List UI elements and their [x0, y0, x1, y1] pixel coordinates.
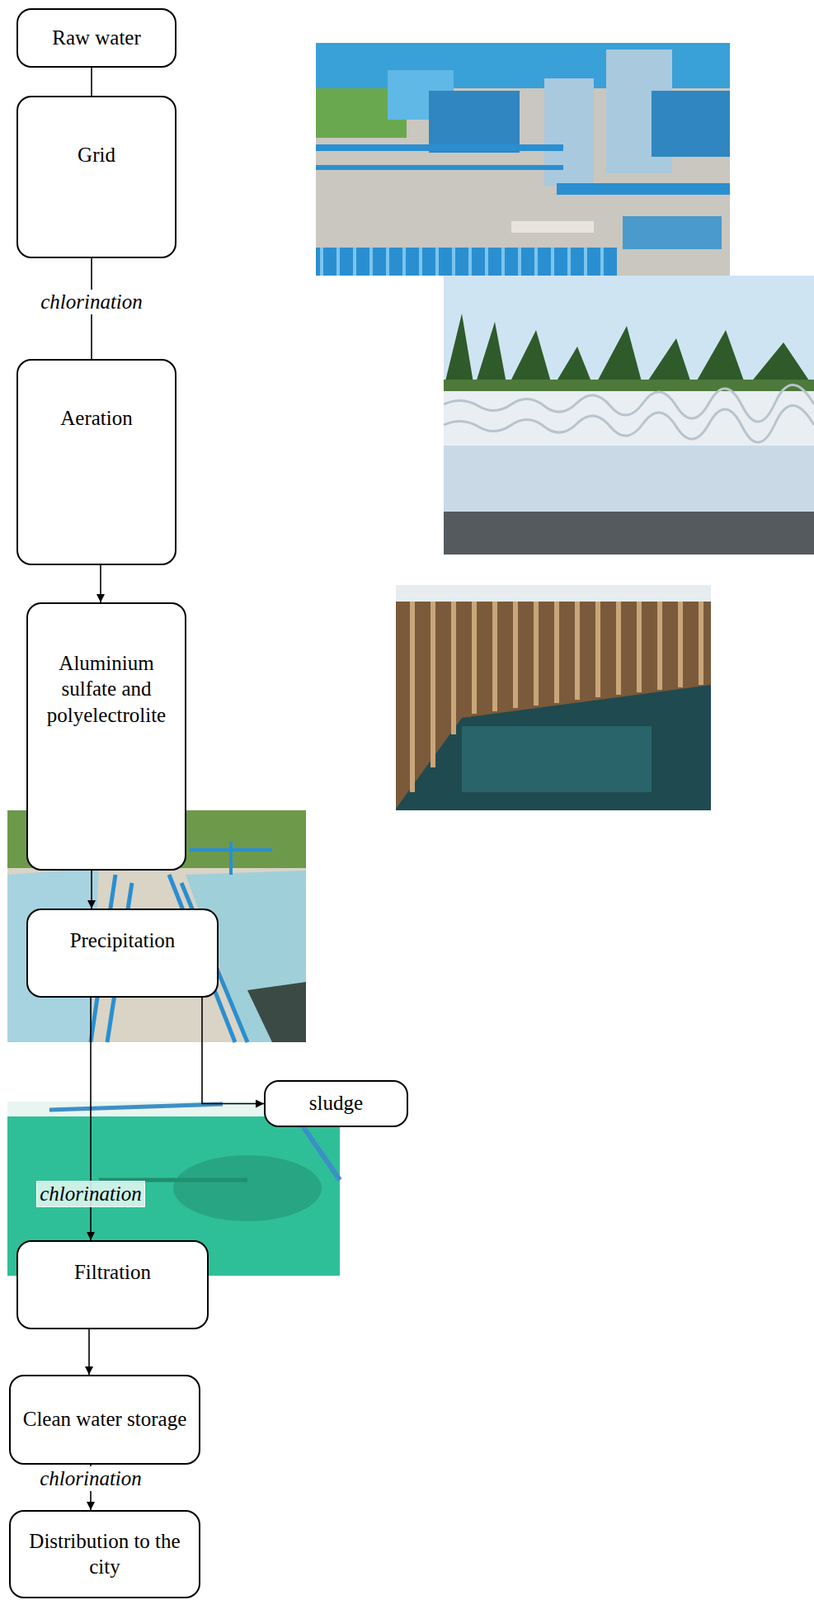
flow-arrow [99, 564, 102, 603]
box-text-group: Grid [26, 141, 167, 168]
foam [443, 390, 814, 449]
sky [443, 275, 814, 555]
edge-label: chlorination [37, 289, 146, 315]
box-text-group: Distribution to the city [18, 1527, 191, 1580]
railing [315, 144, 564, 151]
box-label: Aluminium sulfate and polyelectrolite [36, 649, 177, 728]
flow-arrow [88, 1328, 90, 1374]
process-box: sludge [263, 1079, 409, 1127]
flow-arrow [90, 67, 93, 96]
process-box: Aluminium sulfate and polyelectrolite [26, 602, 187, 871]
reflection [461, 725, 652, 792]
box-text-group: Raw water [26, 24, 167, 51]
concrete [315, 42, 730, 276]
box-label: Clean water storage [18, 1405, 191, 1431]
box-label: Distribution to the city [18, 1527, 191, 1580]
box-text-group: sludge [273, 1089, 399, 1116]
box-label: Aeration [26, 404, 167, 431]
foam-wave [443, 404, 814, 443]
aeration-photo [443, 275, 814, 555]
grating-bars [321, 247, 603, 276]
process-box: Clean water storage [9, 1373, 201, 1464]
flow-arrow [202, 997, 264, 1104]
box-text-group: Aluminium sulfate and polyelectrolite [36, 649, 177, 728]
box-text-group: Clean water storage [18, 1405, 191, 1431]
process-box: Grid [16, 95, 177, 259]
grid-photo [315, 42, 730, 276]
grating [622, 216, 722, 250]
box-text-group: Precipitation [36, 926, 209, 953]
reflection [173, 1154, 322, 1221]
water [395, 584, 711, 810]
dark-water [247, 981, 306, 1042]
gear-unit [428, 90, 520, 153]
wooden-slats [395, 601, 711, 809]
edge-label: chlorination [36, 1180, 146, 1207]
edge [395, 584, 711, 602]
box-text-group: Aeration [26, 404, 167, 431]
trees [443, 313, 814, 388]
process-box: Filtration [16, 1239, 209, 1329]
process-box: Aeration [16, 358, 177, 565]
gear-unit [651, 90, 730, 157]
process-box: Precipitation [26, 908, 219, 998]
foam-wave [443, 384, 814, 422]
process-box: Raw water [16, 8, 177, 68]
edge-label: chlorination [37, 1465, 145, 1491]
process-box: Distribution to the city [9, 1509, 201, 1598]
tank-photo [395, 584, 711, 810]
box-label: Filtration [26, 1258, 199, 1285]
flow-arrow [90, 870, 93, 909]
railing [315, 164, 564, 170]
box-label: Grid [26, 141, 167, 168]
asphalt [443, 511, 814, 555]
tank-wall [443, 445, 814, 512]
pipe [511, 221, 594, 233]
railing [189, 841, 273, 875]
slat-lines [412, 601, 702, 792]
box-label: Precipitation [36, 926, 209, 953]
box-label: sludge [273, 1089, 399, 1116]
box-text-group: Filtration [26, 1258, 199, 1285]
platform [556, 183, 730, 195]
box-label: Raw water [26, 24, 167, 51]
grating [315, 247, 617, 276]
rail [49, 1103, 223, 1110]
